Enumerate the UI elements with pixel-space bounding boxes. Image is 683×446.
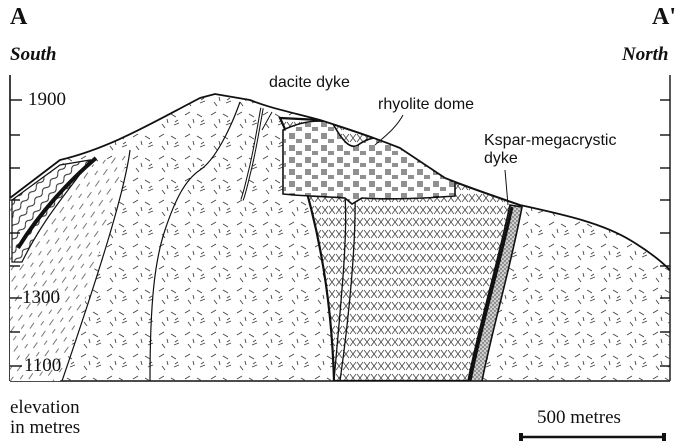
elevation-caption-line1: elevation xyxy=(10,398,80,418)
kspar-dyke-label: Kspar-megacrystic dyke xyxy=(484,132,616,168)
dacite-dyke-label: dacite dyke xyxy=(269,74,350,92)
elevation-caption-line2: in metres xyxy=(10,418,80,438)
kspar-dyke-label-line1: Kspar-megacrystic xyxy=(484,132,616,150)
kspar-dyke-label-line2: dyke xyxy=(484,150,616,168)
elevation-label-1900: 1900 xyxy=(28,89,66,111)
elevation-caption: elevation in metres xyxy=(10,398,80,438)
scale-bar-graphic xyxy=(519,433,666,441)
scale-bar-label: 500 metres xyxy=(537,407,621,429)
south-direction-label: South xyxy=(10,44,56,66)
rhyolite-dome-body xyxy=(283,121,455,204)
rhyolite-dome-label: rhyolite dome xyxy=(378,96,474,114)
section-point-a: A xyxy=(10,4,27,31)
north-direction-label: North xyxy=(622,44,668,66)
elevation-label-1100: 1100 xyxy=(24,355,61,377)
elevation-label-1300: 1300 xyxy=(22,287,60,309)
section-point-a-prime: A' xyxy=(652,4,676,31)
